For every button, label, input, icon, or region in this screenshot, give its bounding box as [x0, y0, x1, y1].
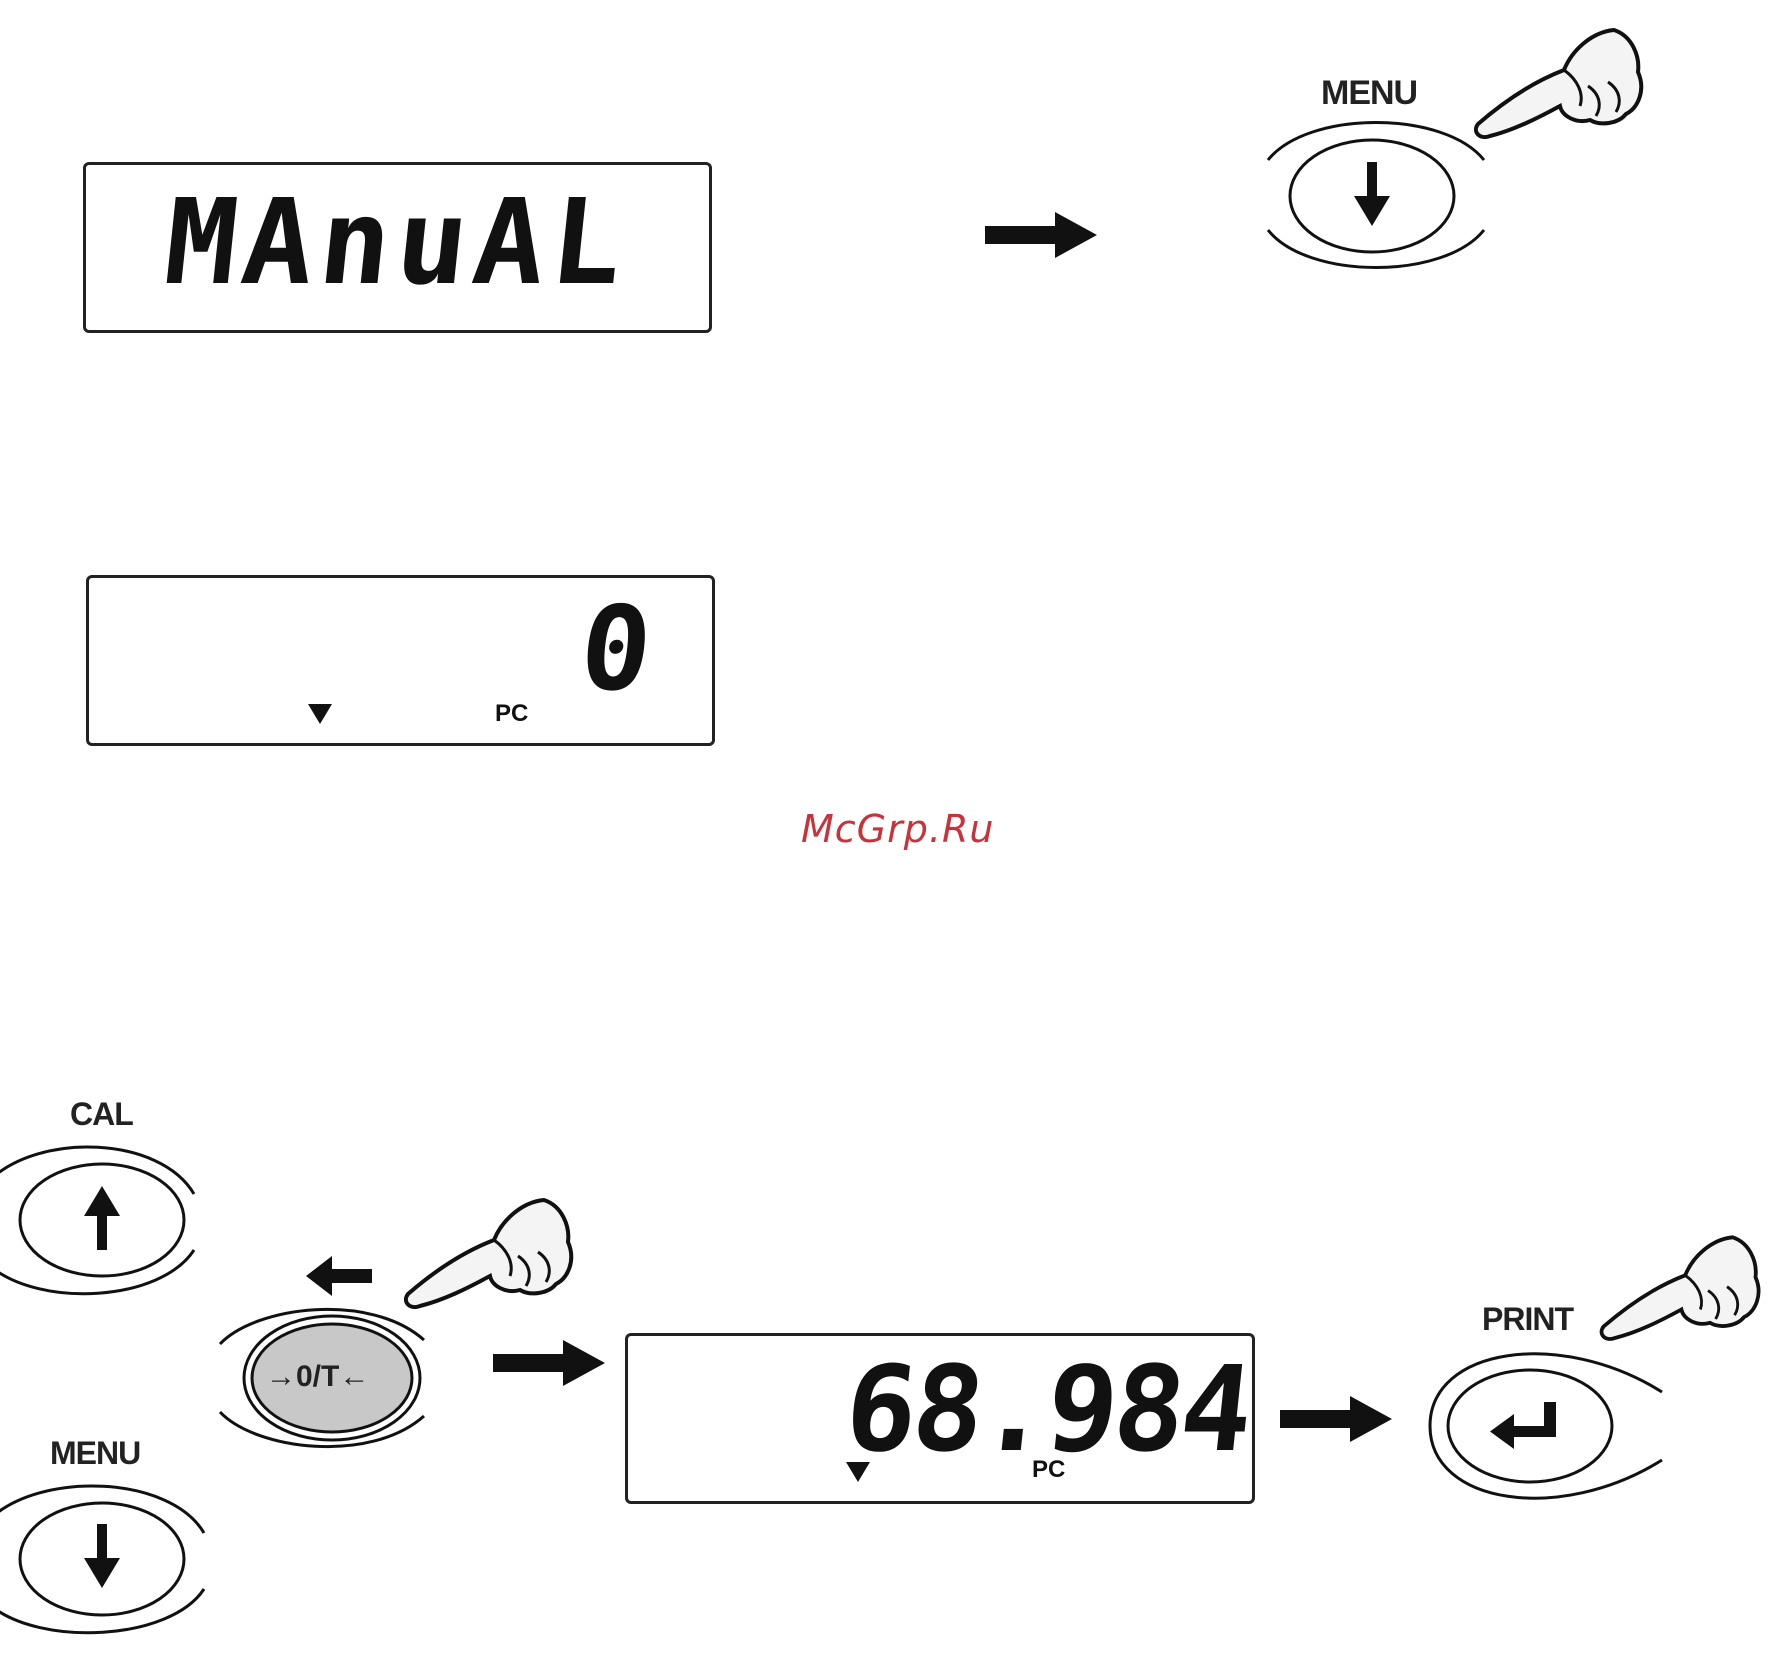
stable-indicator-icon [308, 704, 332, 724]
print-key-label: PRINT [1482, 1303, 1573, 1335]
zero-tare-label: →0/T← [266, 1362, 369, 1392]
menu-key-label-bottom: MENU [50, 1437, 140, 1469]
arrow-right-icon-2 [493, 1340, 605, 1386]
display-value-zero: 0 [575, 592, 657, 708]
unit-label-pc: PC [495, 702, 528, 726]
lcd-display-manual: MAnuAL [83, 162, 712, 333]
pointing-hand-icon-print [1594, 1214, 1784, 1386]
arrow-down-icon-bottom [84, 1524, 120, 1588]
arrow-right-icon [985, 212, 1097, 258]
enter-icon [1490, 1402, 1560, 1450]
lcd-display-zero: PC 0 [86, 575, 715, 746]
pointing-hand-icon-zero [398, 1176, 598, 1356]
stable-indicator-icon-2 [846, 1462, 870, 1482]
watermark-text: McGrp.Ru [801, 810, 994, 848]
display-text-manual: MAnuAL [160, 183, 635, 301]
pointing-hand-icon [1468, 6, 1668, 186]
lcd-display-count: 68.984 PC [625, 1333, 1255, 1504]
arrow-up-icon [84, 1186, 120, 1250]
arrow-left-icon [306, 1256, 372, 1296]
arrow-right-icon-3 [1280, 1396, 1392, 1442]
menu-key-label: MENU [1321, 76, 1417, 110]
cal-key-label: CAL [70, 1098, 133, 1130]
unit-label-pc-2: PC [1032, 1458, 1065, 1482]
arrow-down-icon [1354, 162, 1390, 226]
display-value-count: 68.984 [840, 1350, 1255, 1468]
